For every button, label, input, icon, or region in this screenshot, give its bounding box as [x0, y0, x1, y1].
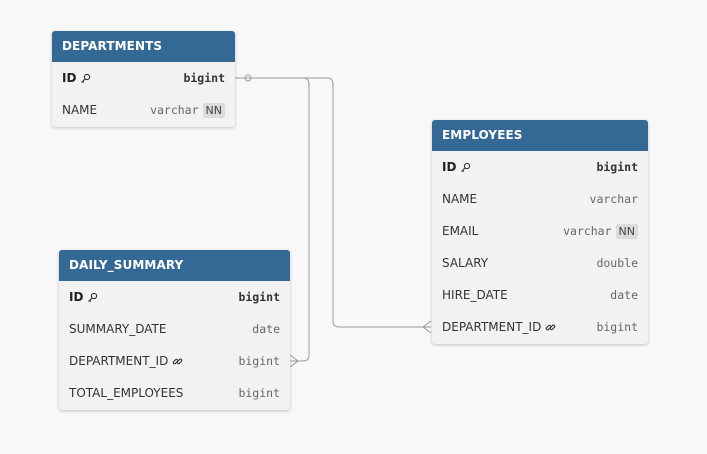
- column-row[interactable]: NAME varchar NN: [52, 94, 235, 126]
- column-name: DEPARTMENT_ID: [69, 354, 169, 368]
- column-name: ID: [442, 160, 457, 174]
- table-title[interactable]: DEPARTMENTS: [52, 31, 235, 62]
- table-employees[interactable]: EMPLOYEES ID bigint NAME varchar EMAIL v…: [432, 120, 648, 344]
- key-icon: [80, 73, 91, 84]
- column-name: EMAIL: [442, 224, 479, 238]
- column-row[interactable]: SALARY double: [432, 247, 648, 279]
- column-type: bigint: [596, 320, 638, 334]
- column-name: ID: [69, 290, 84, 304]
- not-null-badge: NN: [615, 223, 638, 239]
- not-null-badge: NN: [202, 102, 225, 118]
- table-title[interactable]: DAILY_SUMMARY: [59, 250, 290, 281]
- column-row[interactable]: ID bigint: [432, 151, 648, 183]
- column-row[interactable]: NAME varchar: [432, 183, 648, 215]
- column-name: HIRE_DATE: [442, 288, 508, 302]
- key-icon: [87, 292, 98, 303]
- link-icon: [172, 356, 183, 367]
- column-name: DEPARTMENT_ID: [442, 320, 542, 334]
- table-departments[interactable]: DEPARTMENTS ID bigint NAME varchar NN: [52, 31, 235, 127]
- column-type: bigint: [238, 386, 280, 400]
- column-type: bigint: [238, 354, 280, 368]
- column-name: SALARY: [442, 256, 489, 270]
- column-name: TOTAL_EMPLOYEES: [69, 386, 184, 400]
- column-row[interactable]: ID bigint: [59, 281, 290, 313]
- column-type: bigint: [596, 160, 638, 174]
- link-icon: [545, 322, 556, 333]
- column-row[interactable]: SUMMARY_DATE date: [59, 313, 290, 345]
- column-row[interactable]: ID bigint: [52, 62, 235, 94]
- column-name: ID: [62, 71, 77, 85]
- column-type: bigint: [183, 71, 225, 85]
- table-title[interactable]: EMPLOYEES: [432, 120, 648, 151]
- table-daily-summary[interactable]: DAILY_SUMMARY ID bigint SUMMARY_DATE dat…: [59, 250, 290, 410]
- column-row[interactable]: DEPARTMENT_ID bigint: [432, 311, 648, 343]
- column-row[interactable]: EMAIL varchar NN: [432, 215, 648, 247]
- column-type: varchar: [150, 103, 199, 117]
- column-type: varchar: [563, 224, 612, 238]
- column-row[interactable]: DEPARTMENT_ID bigint: [59, 345, 290, 377]
- column-type: bigint: [238, 290, 280, 304]
- column-name: NAME: [62, 103, 98, 117]
- column-type: varchar: [589, 192, 638, 206]
- column-type: double: [596, 256, 638, 270]
- key-icon: [460, 162, 471, 173]
- relation-many-marker: [289, 354, 299, 368]
- column-name: SUMMARY_DATE: [69, 322, 167, 336]
- column-type: date: [252, 322, 280, 336]
- column-type: date: [610, 288, 638, 302]
- column-row[interactable]: HIRE_DATE date: [432, 279, 648, 311]
- relation-many-marker: [422, 320, 432, 334]
- relation-one-marker: [244, 74, 252, 82]
- column-name: NAME: [442, 192, 478, 206]
- column-row[interactable]: TOTAL_EMPLOYEES bigint: [59, 377, 290, 409]
